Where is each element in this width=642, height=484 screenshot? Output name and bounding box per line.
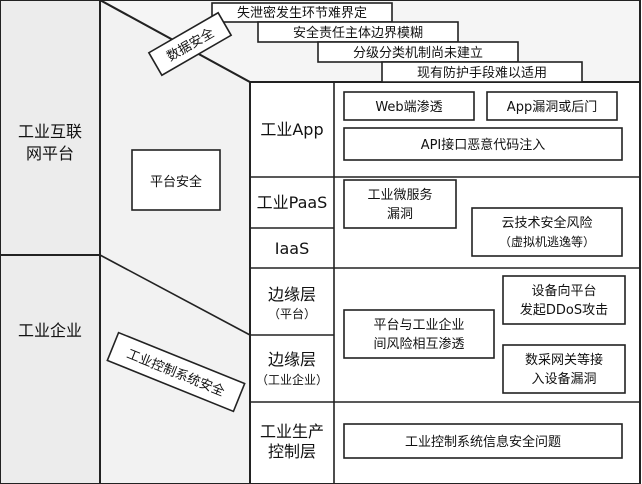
- layer-app: 工业App: [260, 120, 323, 139]
- top-issue-3: 分级分类机制尚未建立: [317, 41, 519, 63]
- cross-line1: 平台与工业企业: [373, 317, 464, 333]
- svg-text:失泄密发生环节难界定: 失泄密发生环节难界定: [237, 5, 367, 21]
- microservice-line1: 工业微服务: [367, 187, 432, 203]
- ddos-line2: 发起DDoS攻击: [520, 302, 608, 318]
- left-face-lower: [0, 254, 101, 484]
- svg-text:（虚拟机逃逸等）: （虚拟机逃逸等）: [499, 235, 595, 249]
- ddos-line1: 设备向平台: [531, 283, 596, 299]
- section-platform-line2: 网平台: [26, 144, 74, 163]
- top-issue-2: 安全责任主体边界模糊: [257, 21, 459, 43]
- svg-text:现有防护手段难以适用: 现有防护手段难以适用: [417, 65, 547, 81]
- risk-ddos: 设备向平台 发起DDoS攻击: [502, 275, 626, 325]
- svg-text:平台安全: 平台安全: [150, 174, 202, 190]
- risk-ics-info-security: 工业控制系统信息安全问题: [343, 423, 623, 459]
- svg-text:云技术安全风险: 云技术安全风险: [501, 215, 592, 231]
- layer-production-line1: 工业生产: [260, 422, 324, 441]
- risk-cross-penetration: 平台与工业企业 间风险相互渗透: [343, 309, 495, 359]
- layer-iaas: IaaS: [275, 239, 309, 258]
- platform-security-box: 平台安全: [131, 149, 221, 211]
- risk-microservice-vuln: 工业微服务 漏洞: [343, 179, 457, 229]
- section-enterprise: 工业企业: [18, 321, 82, 340]
- risk-api-injection: API接口恶意代码注入: [343, 127, 623, 161]
- layer-edge-enterprise: 边缘层: [268, 350, 316, 369]
- layer-edge-platform: 边缘层: [268, 285, 316, 304]
- layer-edge-enterprise-sub: （工业企业）: [256, 372, 328, 387]
- layer-edge-platform-sub: （平台）: [268, 306, 316, 321]
- svg-text:App漏洞或后门: App漏洞或后门: [507, 99, 597, 115]
- gateway-line1: 数采网关等接: [525, 352, 603, 368]
- top-issue-1: 失泄密发生环节难界定: [211, 2, 393, 23]
- svg-text:安全责任主体边界模糊: 安全责任主体边界模糊: [293, 25, 423, 41]
- risk-cloud: 云技术安全风险 （虚拟机逃逸等）: [471, 207, 623, 257]
- gateway-line2: 入设备漏洞: [531, 371, 596, 387]
- layer-production-line2: 控制层: [268, 442, 316, 461]
- microservice-line2: 漏洞: [387, 206, 413, 222]
- oblique-divider: [99, 254, 251, 336]
- oblique-face: [99, 0, 251, 484]
- top-issue-4: 现有防护手段难以适用: [381, 61, 583, 83]
- section-platform-line1: 工业互联: [18, 122, 82, 141]
- svg-text:工业控制系统信息安全问题: 工业控制系统信息安全问题: [405, 434, 561, 450]
- risk-app-backdoor: App漏洞或后门: [486, 91, 618, 121]
- svg-text:分级分类机制尚未建立: 分级分类机制尚未建立: [353, 46, 483, 61]
- risk-web-penetration: Web端渗透: [343, 91, 475, 121]
- layer-paas: 工业PaaS: [257, 193, 328, 212]
- svg-text:API接口恶意代码注入: API接口恶意代码注入: [421, 137, 546, 153]
- risk-gateway-vuln: 数采网关等接 入设备漏洞: [502, 344, 626, 394]
- cross-line2: 间风险相互渗透: [373, 337, 464, 352]
- svg-text:Web端渗透: Web端渗透: [375, 100, 442, 115]
